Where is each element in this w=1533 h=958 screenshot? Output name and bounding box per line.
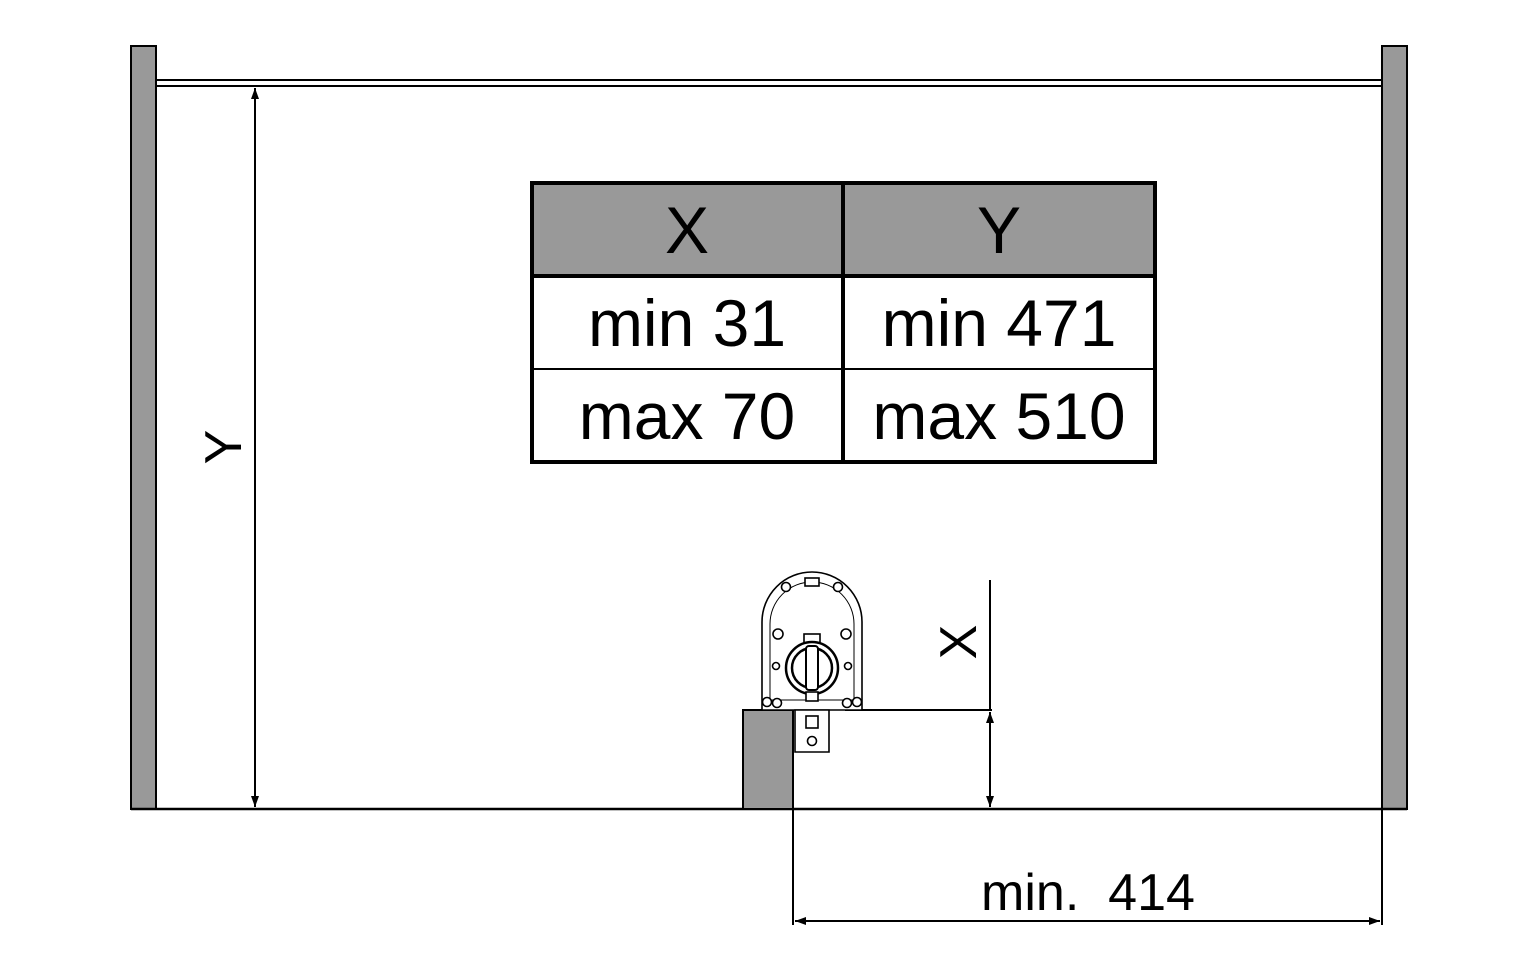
x-dimension-label: X — [930, 625, 988, 660]
table-cell-y-max: max 510 — [872, 379, 1125, 453]
screw-bottom-left-2 — [771, 697, 783, 709]
screw-bottom-left-1 — [761, 696, 773, 708]
table-cell-x-min: min 31 — [588, 286, 786, 360]
table-header-x: X — [665, 193, 709, 267]
tab-screw — [806, 735, 818, 747]
dimension-table: X Y min 31 min 471 max 70 max 510 — [530, 181, 1157, 464]
mechanism-top-slot — [804, 577, 820, 587]
mechanism-bottom-slot — [805, 691, 819, 702]
screw-top-left — [780, 581, 792, 593]
screw-top-right — [832, 581, 844, 593]
right-side-panel — [1381, 45, 1408, 810]
screw-side-left — [771, 661, 781, 671]
screw-bottom-right-1 — [841, 697, 853, 709]
screw-mid-left — [772, 628, 784, 640]
y-dimension-label: Y — [195, 430, 253, 465]
mechanism-tab — [794, 709, 830, 753]
width-dimension-label: min. 414 — [981, 864, 1195, 922]
top-rail — [155, 79, 1383, 87]
left-side-panel — [130, 45, 157, 810]
mechanism-part — [761, 571, 863, 753]
table-cell-y-min: min 471 — [882, 286, 1117, 360]
table-header-y: Y — [977, 193, 1021, 267]
table-cell-x-max: max 70 — [579, 379, 795, 453]
screw-side-right — [843, 661, 853, 671]
divider-block — [742, 709, 794, 810]
tab-square — [805, 715, 819, 729]
rotary-knob-handle — [805, 645, 819, 691]
screw-mid-right — [840, 628, 852, 640]
screw-bottom-right-2 — [851, 696, 863, 708]
